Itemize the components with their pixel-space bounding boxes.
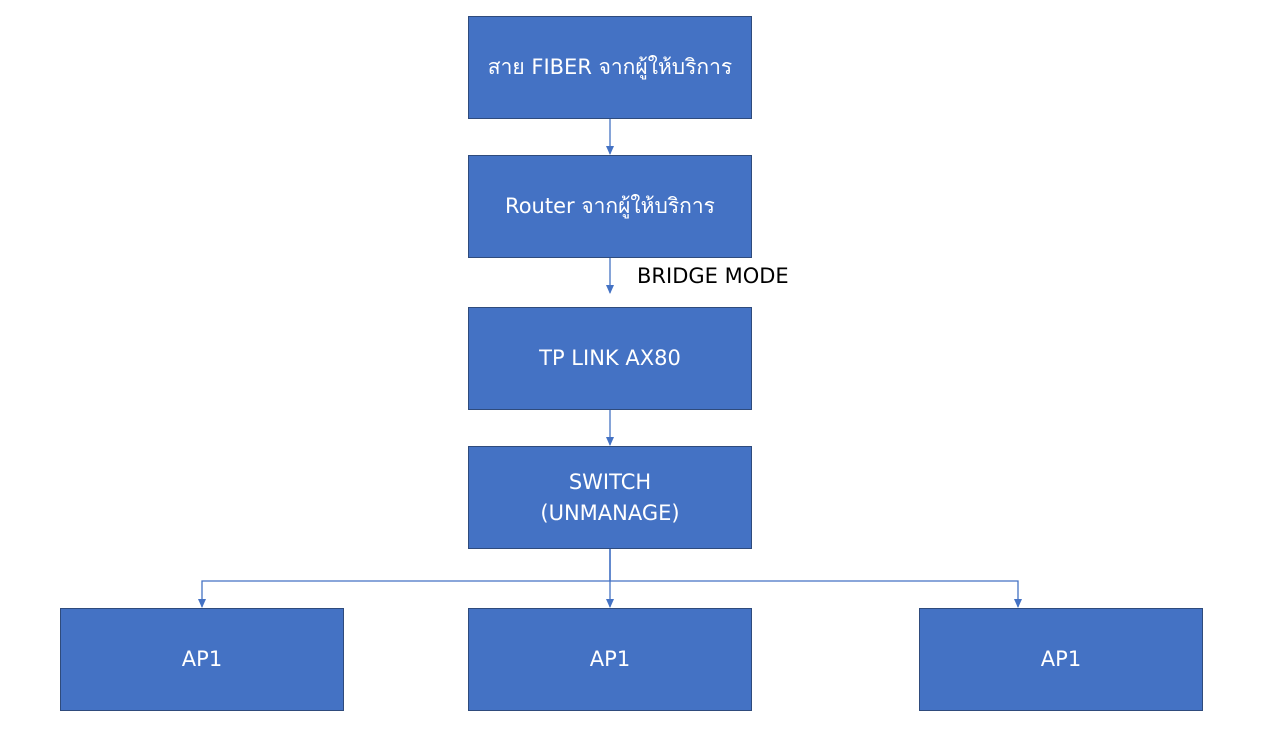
ap-center-node-label: AP1 <box>589 647 631 671</box>
ap-left-node-label: AP1 <box>181 647 223 671</box>
router-node-label: Router จากผู้ให้บริการ <box>505 194 715 218</box>
ap-left-node: AP1 <box>60 608 344 711</box>
ap-right-node: AP1 <box>919 608 1203 711</box>
arrow-switch-to-right-ap <box>609 548 1022 608</box>
arrow-switch-to-left-ap <box>198 548 611 608</box>
switch-node-label: SWITCH (UNMANAGE) <box>540 469 680 525</box>
switch-node: SWITCH (UNMANAGE) <box>468 446 752 549</box>
fiber-node: สาย FIBER จากผู้ให้บริการ <box>468 16 752 119</box>
ap-center-node: AP1 <box>468 608 752 711</box>
main-router-node-label: TP LINK AX80 <box>539 346 681 370</box>
ap-right-node-label: AP1 <box>1040 647 1082 671</box>
router-node: Router จากผู้ให้บริการ <box>468 155 752 258</box>
main-router-node: TP LINK AX80 <box>468 307 752 410</box>
fiber-node-label: สาย FIBER จากผู้ให้บริการ <box>487 55 733 79</box>
bridge-mode-label: BRIDGE MODE <box>637 264 789 288</box>
